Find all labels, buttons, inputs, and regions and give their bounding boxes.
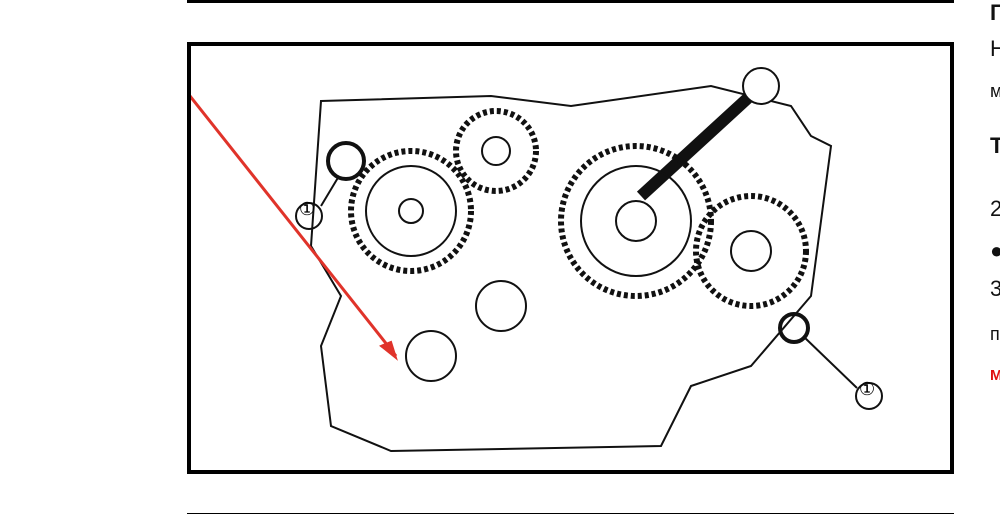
callout-right: ① — [859, 379, 876, 399]
gear-right — [693, 193, 809, 309]
side-text-4: 2 — [990, 196, 1000, 221]
callout-left: ① — [299, 199, 316, 219]
connecting-rod — [636, 81, 766, 201]
side-text-8: М — [990, 367, 1000, 384]
crankcase-outline — [309, 84, 833, 453]
red-arrow — [184, 90, 398, 357]
side-text-7: п — [990, 324, 1000, 344]
side-text-6: 3 — [990, 276, 1000, 301]
side-text-3: Т — [990, 133, 1000, 158]
gear-center — [558, 143, 714, 299]
gear-left — [348, 148, 474, 274]
engine-crankcase-figure: ① ① — [184, 42, 954, 474]
gear-top — [453, 108, 539, 194]
top-rule — [187, 0, 954, 3]
side-text-2: м — [990, 81, 1000, 101]
side-text-5: ● — [990, 238, 1000, 263]
side-text-1: Н — [990, 36, 1000, 61]
bottom-rule — [187, 513, 954, 514]
side-text-0: Г — [990, 0, 1000, 25]
